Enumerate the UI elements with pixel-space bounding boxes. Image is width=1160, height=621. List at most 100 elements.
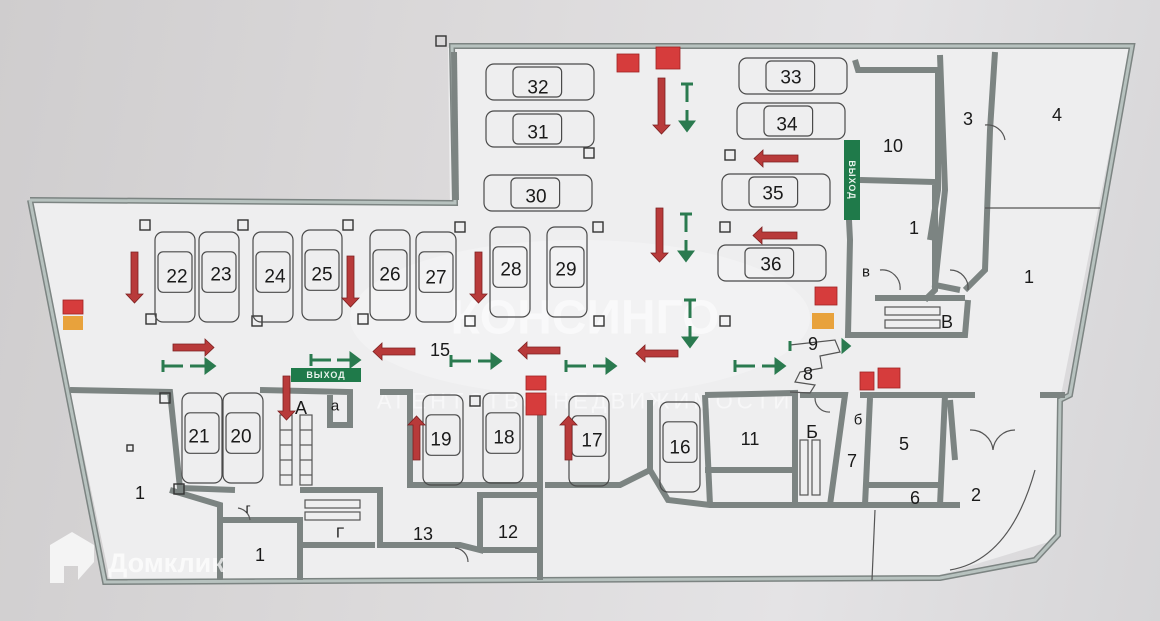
fire-extinguisher-icon	[859, 371, 875, 391]
fire-extinguisher-icon	[525, 375, 547, 391]
wall	[451, 51, 459, 201]
agency-watermark: КОНСИНГО АГЕНТСТВО НЕДВИЖИМОСТИ	[350, 240, 810, 414]
stair-labels: A а Б б В в г Г	[245, 264, 953, 542]
parking-space-30: 30	[525, 187, 546, 208]
fire-hose-icon	[655, 46, 681, 70]
divider	[871, 509, 876, 581]
room-11: 11	[741, 429, 760, 449]
wall-stair-a	[259, 387, 353, 428]
traffic-arrows	[125, 77, 799, 461]
room-6: 6	[910, 488, 920, 508]
stair-a-steps	[279, 414, 313, 486]
wall-17	[545, 400, 653, 488]
stair-label-A: A	[295, 398, 307, 418]
car-outline	[485, 110, 595, 148]
evac-arrow-right-icon	[161, 357, 217, 375]
parking-space-34: 34	[776, 115, 798, 136]
wall-room-5-left	[862, 397, 873, 506]
wall	[947, 399, 958, 461]
room-8: 8	[803, 364, 813, 384]
stair-b-steps	[799, 439, 821, 496]
parking-space-24: 24	[264, 267, 286, 288]
exit-sign-left-text: ВЫХОД	[306, 370, 345, 380]
parking-space-19: 19	[430, 430, 451, 451]
exit-sign-right-text: ВЫХОД	[847, 160, 857, 199]
stair-v-steps	[884, 306, 941, 329]
room-12: 12	[498, 522, 518, 542]
stair-label-a: а	[331, 398, 340, 415]
room-3: 3	[963, 109, 973, 129]
car-outline	[181, 392, 223, 484]
parking-space-20: 20	[230, 427, 251, 448]
arrow-right-icon	[172, 338, 215, 357]
arrow-left-icon	[753, 149, 799, 168]
fire-hose-icon	[814, 286, 838, 306]
evacuation-arrows	[161, 82, 852, 375]
fire-alarm-icon	[812, 313, 834, 329]
domclick-logo-text: Домклик	[108, 548, 225, 578]
car-outline	[736, 102, 846, 140]
arrow-left-icon	[635, 344, 679, 363]
agency-watermark-name: КОНСИНГО	[450, 292, 719, 345]
door	[454, 547, 469, 563]
stair-label-B: Б	[806, 422, 818, 442]
evac-arrow-down-icon	[677, 212, 695, 263]
parking-space-21: 21	[188, 427, 209, 448]
stair-label-v: в	[862, 264, 870, 281]
fire-alarm-icon	[63, 316, 83, 330]
wall-16-curve	[647, 468, 960, 508]
fire-extinguisher-icon	[616, 53, 640, 73]
car-outline	[721, 173, 831, 211]
car-outline	[415, 231, 457, 323]
fire-hose-icon	[525, 392, 547, 416]
arrow-up-icon	[407, 415, 426, 461]
evac-arrow-down-icon	[681, 298, 699, 349]
room-10: 10	[883, 136, 903, 156]
room-13: 13	[413, 524, 433, 544]
fire-hose-icon	[877, 367, 901, 389]
room-15: 15	[430, 340, 450, 360]
car-outline	[546, 226, 588, 318]
fire-equipment	[62, 46, 901, 416]
door	[992, 429, 1016, 451]
house-logo-icon	[50, 532, 94, 583]
car-outline	[252, 231, 294, 323]
wall	[169, 487, 223, 580]
car-outline	[154, 231, 196, 323]
arrow-down-icon	[125, 251, 144, 304]
car-outline	[301, 229, 343, 321]
evac-arrow-right-icon	[564, 357, 618, 375]
evac-arrow-down-icon	[678, 82, 696, 133]
arrow-left-icon	[372, 342, 416, 361]
curved-wall	[949, 469, 1036, 571]
car-outline	[659, 401, 701, 493]
arrow-down-icon	[469, 251, 488, 304]
parking-space-28: 28	[500, 260, 521, 281]
stair-8-9	[789, 339, 841, 394]
car-outline	[489, 226, 531, 318]
evac-arrow-right-icon	[309, 351, 362, 369]
stair-label-V: В	[941, 312, 953, 332]
parking-space-32: 32	[527, 78, 548, 99]
door	[984, 124, 1006, 141]
door	[949, 269, 969, 291]
stair-label-g: г	[245, 500, 250, 516]
stair-label-b: б	[854, 412, 863, 429]
wall-19-18	[380, 389, 540, 488]
arrow-left-icon	[517, 341, 561, 360]
room-5: 5	[899, 434, 909, 454]
car-outline	[422, 394, 464, 486]
room-4: 4	[1052, 105, 1062, 125]
room-1-big: 1	[1024, 267, 1034, 287]
door	[879, 269, 901, 291]
stair-label-G: Г	[336, 525, 344, 542]
door	[237, 507, 251, 521]
parking-space-17: 17	[581, 431, 602, 452]
arrow-down-icon	[650, 207, 669, 263]
stair-g-steps	[304, 499, 361, 521]
room-1-small: 1	[909, 218, 919, 238]
room-2: 2	[971, 485, 981, 505]
exit-sign-left: ВЫХОД	[291, 368, 361, 382]
room-7: 7	[847, 451, 857, 471]
